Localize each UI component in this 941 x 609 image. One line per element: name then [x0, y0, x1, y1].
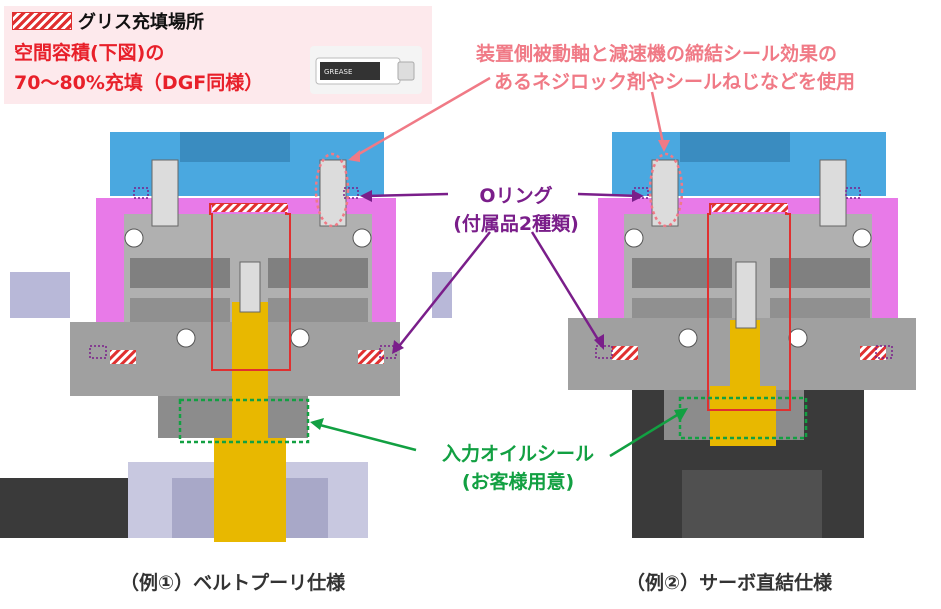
left-blue-recess — [180, 132, 290, 162]
right-grease-hatch-top — [712, 204, 788, 212]
left-bearing-2 — [352, 228, 372, 248]
oil-seal-label-line1: 入力オイルシール — [441, 443, 594, 465]
arrow-sealant-right — [650, 91, 666, 149]
sealant-note-line1: 装置側被動軸と減速機の締結シール効果の — [476, 43, 838, 65]
right-coupling — [710, 386, 776, 446]
right-lower-boss — [664, 390, 804, 440]
left-oring-marker-2 — [343, 187, 359, 199]
legend-volume-text: 空間容積(下図)の — [14, 42, 165, 64]
right-center-bolt — [735, 261, 757, 329]
grease-hatch-swatch — [12, 12, 72, 30]
left-oring-marker-4 — [379, 345, 397, 359]
caption-right: （例②）サーボ直結仕様 — [626, 572, 833, 594]
left-bolt-left — [151, 159, 179, 227]
right-gear-upper-right — [770, 258, 870, 288]
left-dark-plate — [0, 478, 132, 538]
right-bolt-left — [651, 159, 679, 227]
left-blue-housing — [110, 132, 384, 196]
annotation-arrows — [310, 76, 688, 458]
right-gear-lower-right — [770, 298, 870, 324]
left-grease-outline — [209, 203, 291, 371]
arrow-oring-1 — [363, 192, 449, 198]
right-oring-marker-2 — [845, 187, 861, 199]
right-blue-recess — [680, 132, 790, 162]
oring-label-line1: Oリング — [479, 185, 553, 207]
right-bearing-2 — [852, 228, 872, 248]
right-grease-outline — [707, 203, 791, 411]
right-grease-hatch-1 — [612, 346, 638, 360]
left-input-shaft — [232, 302, 268, 542]
right-motor-body — [632, 386, 864, 538]
grease-tube-image: GREASE — [310, 46, 422, 94]
caption-left: （例①）ベルトプーリ仕様 — [120, 572, 346, 594]
left-pulley — [128, 462, 368, 538]
right-gear-lower — [632, 298, 732, 324]
left-magenta-body — [96, 198, 396, 358]
tube-label: GREASE — [324, 68, 352, 76]
left-mount-plate-right — [432, 272, 452, 318]
right-grease-hatch-2 — [860, 346, 886, 360]
arrow-oilseal-left — [315, 422, 417, 452]
right-gear-upper — [632, 258, 732, 288]
left-sealant-ellipse — [314, 152, 350, 228]
right-oring-marker-3 — [595, 345, 613, 359]
right-bearing-3 — [678, 328, 698, 348]
left-lower-boss — [158, 396, 308, 438]
arrow-oring-3 — [577, 192, 641, 198]
right-oil-seal-box — [678, 396, 808, 440]
right-coupling-upper — [730, 320, 760, 390]
left-gear-upper — [130, 258, 230, 288]
left-center-bolt — [239, 261, 261, 313]
left-gear-upper-right — [268, 258, 368, 288]
right-bolt-right — [819, 159, 847, 227]
right-sealant-ellipse — [648, 152, 684, 228]
right-gear-stack — [624, 214, 872, 364]
left-bolt-right — [319, 159, 347, 227]
left-oil-seal-box — [178, 398, 310, 444]
left-flange — [70, 322, 400, 396]
left-pulley-inner — [172, 478, 328, 538]
left-cross-section — [0, 132, 452, 542]
right-oring-marker-1 — [633, 187, 649, 199]
legend-fill-ratio-text: 70～80%充填（DGF同様） — [14, 72, 264, 94]
right-flange — [568, 318, 916, 390]
right-magenta-body — [598, 198, 898, 358]
left-gear-lower — [130, 298, 230, 324]
legend-title: グリス充填場所 — [78, 12, 204, 33]
sealant-note-line2: あるネジロック剤やシールねじなどを使用 — [494, 71, 856, 93]
left-oring-marker-3 — [89, 345, 107, 359]
left-mount-plate-left — [10, 272, 70, 318]
arrow-oring-4 — [530, 231, 604, 347]
arrow-oring-2 — [395, 231, 491, 351]
left-shaft-lower — [214, 438, 286, 542]
left-oring-marker-1 — [133, 187, 149, 199]
left-grease-hatch-2 — [358, 350, 384, 364]
grease-tube-drawing: GREASE — [315, 57, 415, 85]
left-bearing-1 — [124, 228, 144, 248]
left-bearing-4 — [290, 328, 310, 348]
right-blue-housing — [612, 132, 886, 196]
oring-label-line2: (付属品2種類) — [453, 213, 579, 235]
left-grease-hatch-1 — [110, 350, 136, 364]
right-bearing-4 — [788, 328, 808, 348]
right-bearing-1 — [624, 228, 644, 248]
left-bearing-3 — [176, 328, 196, 348]
oil-seal-label-line2: (お客様用意) — [461, 471, 575, 493]
left-grease-hatch-top — [212, 204, 288, 212]
right-oring-marker-4 — [875, 345, 893, 359]
right-cross-section — [568, 132, 916, 538]
left-gear-stack — [124, 214, 372, 364]
left-gear-lower-right — [268, 298, 368, 324]
right-motor-inner — [682, 470, 822, 538]
